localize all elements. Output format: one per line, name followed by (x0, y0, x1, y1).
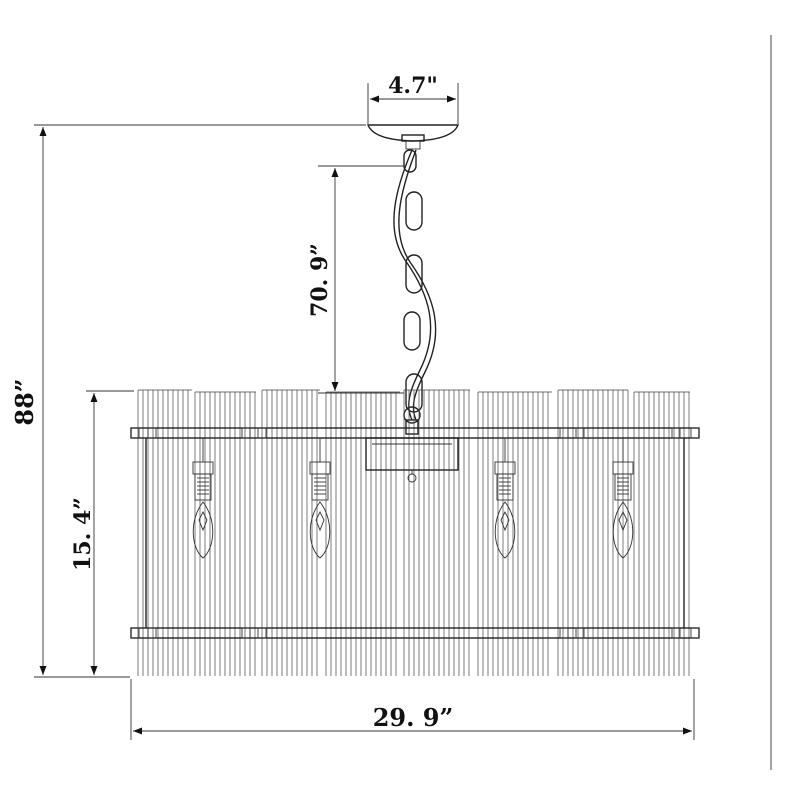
frame-joints (130, 427, 700, 639)
candle-bulb (192, 438, 214, 559)
bulb-part (198, 510, 208, 532)
candle-bulb (612, 438, 634, 559)
bulb-part (618, 510, 628, 532)
bulb-part (500, 510, 510, 532)
body-height-label: 15. 4” (70, 497, 96, 571)
candle-bulb (309, 438, 331, 559)
chandelier-body (130, 389, 700, 676)
canopy (366, 124, 460, 150)
candle-bulb (494, 438, 516, 559)
bulb-part (194, 473, 212, 501)
chain (393, 149, 437, 435)
overall-height-label: 88” (10, 378, 39, 425)
bulb-part (315, 510, 325, 532)
bulb-part (311, 473, 329, 501)
chain-length-dimension: 70. 9” (307, 165, 404, 394)
body-width-dimension: 29. 9” (130, 679, 695, 740)
bulb-part (614, 473, 632, 501)
canopy-width-dimension: 4.7" (367, 73, 459, 124)
bulb-part (309, 461, 331, 475)
glass-rods (137, 389, 690, 676)
chain-length-label: 70. 9” (307, 243, 333, 317)
body-height-dimension: 15. 4” (70, 390, 134, 678)
bulb-part (192, 501, 214, 559)
candle-bulbs (192, 438, 634, 559)
bulb-part (494, 501, 516, 559)
bulb-part (612, 501, 634, 559)
bulb-part (496, 473, 514, 501)
body-width-label: 29. 9” (373, 703, 454, 732)
center-mount (365, 437, 459, 483)
canopy-width-label: 4.7" (388, 73, 438, 99)
overall-height-dimension: 88” (10, 124, 366, 678)
bulb-part (309, 501, 331, 559)
